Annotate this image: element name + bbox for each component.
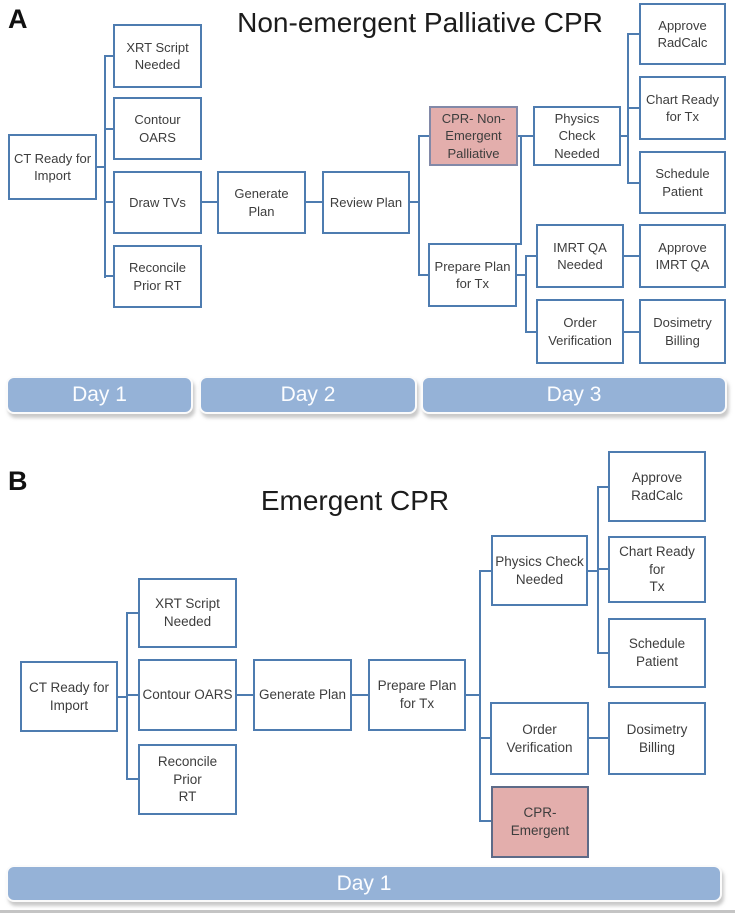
connector-line bbox=[629, 182, 639, 184]
connector-line bbox=[128, 694, 138, 696]
flow-node-imrt-qa-a: IMRT QA Needed bbox=[536, 224, 624, 288]
flow-node-ct-ready-a: CT Ready for Import bbox=[8, 134, 97, 200]
connector-line bbox=[106, 275, 113, 277]
connector-line bbox=[352, 694, 368, 696]
connector-line bbox=[481, 570, 491, 572]
flow-node-schedule-patient-b: Schedule Patient bbox=[608, 618, 706, 688]
flow-node-prepare-plan-b: Prepare Plan for Tx bbox=[368, 659, 466, 731]
connector-line bbox=[589, 737, 608, 739]
panel-a-title: Non-emergent Palliative CPR bbox=[237, 7, 603, 38]
flow-node-xrt-script-a: XRT Script Needed bbox=[113, 24, 202, 88]
connector-line bbox=[420, 274, 429, 276]
bottom-divider bbox=[0, 910, 735, 913]
panel-b-title: Emergent CPR bbox=[260, 485, 450, 516]
connector-line bbox=[624, 255, 639, 257]
connector-line bbox=[599, 568, 608, 570]
flow-node-contour-oars-a: Contour OARS bbox=[113, 97, 202, 160]
flow-node-order-verification-a: Order Verification bbox=[536, 299, 624, 364]
connector-line bbox=[597, 486, 599, 654]
flow-node-approve-radcalc-b: Approve RadCalc bbox=[608, 451, 706, 522]
flow-node-approve-imrt-qa-a: Approve IMRT QA bbox=[639, 224, 726, 288]
connector-line bbox=[481, 737, 491, 739]
flow-node-generate-plan-b: Generate Plan bbox=[253, 659, 352, 731]
connector-line bbox=[106, 201, 113, 203]
day-bar-1-a: Day 1 bbox=[6, 376, 193, 414]
connector-line bbox=[517, 274, 527, 276]
connector-line bbox=[466, 694, 481, 696]
panel-b-label: B bbox=[8, 466, 28, 496]
panel-a-label: A bbox=[8, 4, 28, 34]
flow-node-physics-check-a: Physics Check Needed bbox=[533, 106, 621, 166]
flow-node-ct-ready-b: CT Ready for Import bbox=[20, 661, 118, 732]
connector-line bbox=[599, 652, 608, 654]
connector-line bbox=[128, 612, 138, 614]
flow-node-order-verification-b: Order Verification bbox=[490, 702, 589, 775]
connector-line bbox=[599, 486, 608, 488]
flow-node-dosimetry-billing-b: Dosimetry Billing bbox=[608, 702, 706, 775]
flow-node-cpr-non-emergent-palliative: CPR- Non- Emergent Palliative bbox=[429, 106, 518, 166]
connector-line bbox=[624, 331, 639, 333]
connector-line bbox=[629, 33, 639, 35]
flow-node-xrt-script-b: XRT Script Needed bbox=[138, 578, 237, 648]
flow-node-prepare-plan-a: Prepare Plan for Tx bbox=[428, 243, 517, 307]
flow-node-schedule-patient-a: Schedule Patient bbox=[639, 151, 726, 214]
connector-line bbox=[525, 255, 527, 333]
connector-line bbox=[106, 128, 113, 130]
connector-line bbox=[621, 135, 628, 137]
connector-line bbox=[126, 612, 128, 780]
connector-line bbox=[527, 331, 536, 333]
connector-line bbox=[420, 135, 429, 137]
flow-node-approve-radcalc-a: Approve RadCalc bbox=[639, 3, 726, 65]
connector-line bbox=[629, 107, 639, 109]
flow-node-contour-oars-b: Contour OARS bbox=[138, 659, 237, 731]
connector-line bbox=[128, 778, 138, 780]
flow-node-reconcile-prior-rt-a: Reconcile Prior RT bbox=[113, 245, 202, 308]
connector-line bbox=[418, 135, 420, 276]
flow-node-reconcile-prior-rt-b: Reconcile Prior RT bbox=[138, 744, 237, 815]
flow-node-chart-ready-a: Chart Ready for Tx bbox=[639, 76, 726, 140]
flow-node-draw-tvs-a: Draw TVs bbox=[113, 171, 202, 234]
connector-line bbox=[237, 694, 253, 696]
connector-line bbox=[518, 135, 533, 137]
flow-node-cpr-emergent: CPR-Emergent bbox=[491, 786, 589, 858]
day-bar-3-a: Day 3 bbox=[421, 376, 727, 414]
connector-line bbox=[517, 243, 522, 245]
connector-line bbox=[306, 201, 322, 203]
connector-line bbox=[106, 55, 113, 57]
day-bar-1-b: Day 1 bbox=[6, 865, 722, 902]
connector-line bbox=[527, 255, 536, 257]
day-bar-2-a: Day 2 bbox=[199, 376, 417, 414]
connector-line bbox=[479, 570, 481, 822]
connector-line bbox=[588, 570, 599, 572]
connector-line bbox=[520, 135, 522, 245]
connector-line bbox=[97, 166, 106, 168]
flow-node-generate-plan-a: Generate Plan bbox=[217, 171, 306, 234]
connector-line bbox=[202, 201, 217, 203]
connector-line bbox=[104, 55, 106, 278]
flow-node-review-plan-a: Review Plan bbox=[322, 171, 410, 234]
connector-line bbox=[481, 820, 491, 822]
connector-line bbox=[118, 696, 127, 698]
flow-node-dosimetry-billing-a: Dosimetry Billing bbox=[639, 299, 726, 364]
connector-line bbox=[627, 33, 629, 184]
connector-line bbox=[410, 201, 420, 203]
flow-node-physics-check-b: Physics Check Needed bbox=[491, 535, 588, 606]
flow-node-chart-ready-b: Chart Ready for Tx bbox=[608, 536, 706, 603]
